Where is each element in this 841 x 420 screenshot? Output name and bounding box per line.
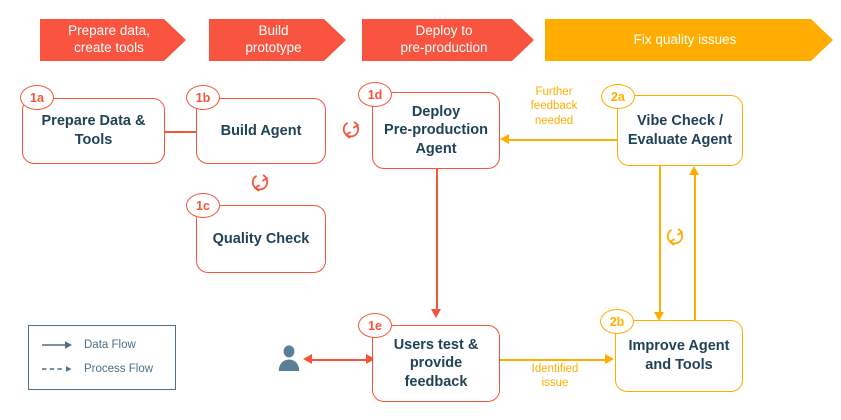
identified-issue-line1: Identified (531, 363, 579, 375)
node-2b-improve-agent-and-tools[interactable]: Improve Agent and Tools (615, 320, 743, 392)
badge-2a: 2a (601, 84, 635, 109)
edge-2b-to-2a-arrowhead (688, 166, 699, 175)
phase-banner-prepare-line2: create tools (74, 40, 144, 55)
node-1a-line2: Tools (74, 132, 113, 148)
phase-banner-deploy-line1: Deploy to (415, 23, 473, 39)
edge-2a-to-1d (508, 139, 618, 141)
phase-banner-build-line2: prototype (245, 40, 302, 55)
node-1e-line2: provide (409, 355, 463, 372)
node-1e-line1: Users test & (393, 336, 479, 353)
edge-2a-to-2b-arrowhead (653, 312, 664, 321)
edge-1a-to-1b (164, 131, 198, 133)
badge-1a: 1a (20, 85, 54, 110)
phase-banner-fix-line1: Fix quality issues (633, 31, 737, 47)
edge-label-identified-issue: Identified issue (527, 362, 583, 391)
edge-1e-to-2b (500, 359, 607, 361)
phase-banner-deploy-line2: pre-production (400, 40, 488, 55)
node-1d-line3: Agent (415, 140, 457, 157)
edge-user-to-1e (308, 359, 368, 361)
further-feedback-line1: Further (535, 86, 573, 98)
node-1a-line1: Prepare Data & (41, 113, 146, 130)
node-2b-line2: and Tools (645, 357, 713, 373)
node-1b-build-agent[interactable]: Build Agent (196, 98, 326, 164)
user-person-icon (278, 345, 300, 371)
phase-banner-deploy: Deploy to pre-production (362, 19, 534, 61)
phase-banner-fix: Fix quality issues (545, 19, 833, 61)
legend-item-data-flow: Data Flow (41, 335, 163, 355)
badge-1c: 1c (186, 193, 220, 218)
phase-banner-prepare: Prepare data, create tools (40, 19, 186, 61)
node-1d-deploy-pre-production-agent[interactable]: Deploy Pre-production Agent (372, 92, 500, 169)
further-feedback-line3: needed (534, 114, 574, 127)
edge-2a-to-1d-arrowhead (500, 133, 509, 144)
node-1c-line1: Quality Check (212, 230, 310, 247)
node-2a-vibe-check-evaluate-agent[interactable]: Vibe Check / Evaluate Agent (617, 95, 743, 166)
edge-2b-to-2a (694, 174, 696, 320)
node-2a-line2: Evaluate Agent (627, 131, 733, 148)
edge-label-further-feedback: Further feedback needed (521, 85, 587, 129)
phase-banner-build-line1: Build (258, 23, 289, 39)
node-2b-line1: Improve Agent (628, 338, 730, 355)
edge-1d-to-1e-arrowhead (430, 309, 441, 318)
process-flow-arrow-icon (42, 366, 72, 372)
phase-banner-build: Build prototype (209, 19, 346, 61)
edge-1e-to-2b-arrowhead (605, 353, 614, 364)
edge-1d-to-1e (436, 169, 438, 311)
refresh-loop-icon-1b-1c (251, 174, 268, 192)
node-1b-line1: Build Agent (220, 122, 302, 139)
legend: Data Flow Process Flow (28, 325, 176, 390)
refresh-loop-icon-2a-2b (666, 228, 683, 246)
legend-item-process-flow: Process Flow (41, 359, 163, 379)
edge-user-to-1e-arrowhead-right (366, 353, 375, 364)
node-1d-line1: Deploy (411, 103, 461, 120)
legend-label-process-flow: Process Flow (84, 363, 154, 375)
node-1a-prepare-data-tools[interactable]: Prepare Data & Tools (22, 98, 165, 164)
node-2a-line1: Vibe Check / (637, 112, 723, 129)
data-flow-arrow-icon (42, 341, 72, 349)
edge-2a-to-2b (659, 166, 661, 314)
further-feedback-line2: feedback (530, 100, 578, 113)
legend-label-data-flow: Data Flow (84, 339, 136, 351)
node-1e-line3: feedback (404, 373, 468, 390)
badge-1d: 1d (358, 82, 392, 107)
refresh-loop-icon-1d (342, 121, 359, 139)
phase-banner-prepare-line1: Prepare data, (68, 23, 150, 39)
edge-user-to-1e-arrowhead-left (303, 353, 312, 364)
badge-1b: 1b (186, 85, 220, 110)
node-1e-users-test-provide-feedback[interactable]: Users test & provide feedback (372, 325, 500, 402)
identified-issue-line2: issue (541, 377, 569, 390)
badge-2b: 2b (600, 309, 634, 334)
node-1d-line2: Pre-production (384, 122, 488, 139)
node-1c-quality-check[interactable]: Quality Check (196, 205, 326, 273)
badge-1e: 1e (358, 313, 392, 338)
